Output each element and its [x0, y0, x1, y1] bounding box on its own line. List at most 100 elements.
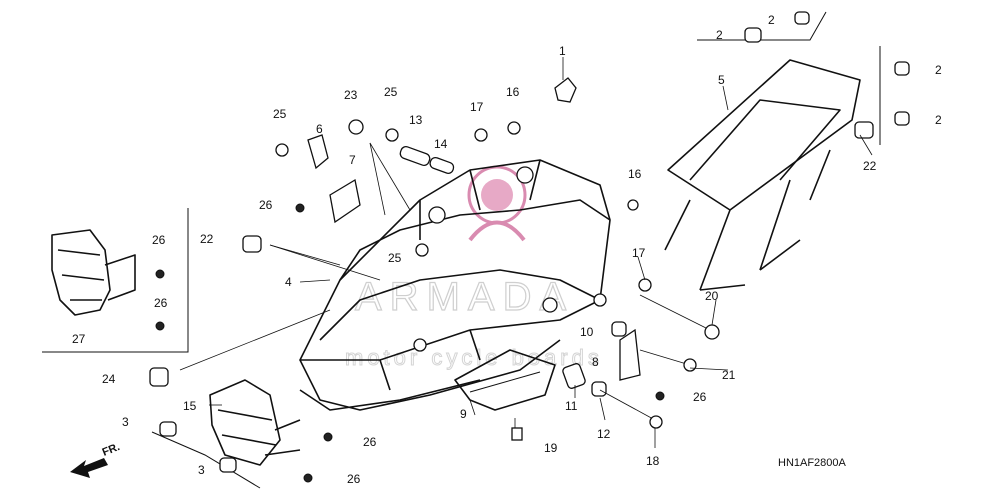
- callout-26-f: 26: [347, 472, 361, 486]
- group-borders: [42, 11, 881, 489]
- leader-lines: [179, 57, 873, 448]
- callout-22-a: 22: [200, 232, 214, 246]
- part-12-collar: [591, 381, 607, 397]
- callout-11: 11: [565, 399, 578, 413]
- rear-sub-frame-brace: [699, 239, 801, 291]
- callout-25-a: 25: [273, 107, 287, 121]
- watermark-logo: ARMADA motor cycle boards: [345, 165, 603, 371]
- part-1-clip: [554, 77, 577, 103]
- part-26-bolt-e: [323, 432, 333, 442]
- front-direction-arrow: FR.: [70, 441, 122, 478]
- callout-3-b: 3: [198, 463, 205, 477]
- callout-25-c: 25: [388, 251, 402, 265]
- watermark-brand: ARMADA: [355, 275, 574, 319]
- rear-guard-body: [51, 229, 111, 316]
- rear-sub-frame: [664, 59, 861, 291]
- callout-2-c: 2: [935, 63, 942, 77]
- part-17-bolt-a: [474, 128, 488, 142]
- part-26-bolt-a: [295, 203, 305, 213]
- part-3-grommet-a: [159, 421, 177, 437]
- callout-3-a: 3: [122, 415, 129, 429]
- callout-27: 27: [72, 332, 86, 346]
- rear-sub-frame-top: [667, 59, 861, 211]
- callout-22-b: 22: [863, 159, 877, 173]
- callout-2-b: 2: [716, 28, 723, 42]
- front-guard-body: [209, 379, 281, 466]
- callout-26-b: 26: [152, 233, 166, 247]
- callout-13: 13: [409, 113, 423, 127]
- callout-17-b: 17: [632, 246, 646, 260]
- part-22-clamp-a: [242, 235, 262, 253]
- callout-4: 4: [285, 275, 292, 289]
- rear-sub-frame-legs: [664, 149, 831, 291]
- small-parts: [149, 11, 910, 483]
- part-23-grommet: [348, 119, 364, 135]
- rear-group-border-top: [697, 11, 827, 41]
- part-25-grommet-a: [275, 143, 289, 157]
- arrow-left-icon: [70, 458, 108, 478]
- callout-15: 15: [183, 399, 197, 413]
- part-25-grommet-b: [385, 128, 399, 142]
- part-7-plate: [329, 178, 361, 224]
- diagram-code: HN1AF2800A: [778, 457, 847, 469]
- front-guard-mounts: [264, 419, 301, 456]
- front-guard-bars: [217, 409, 277, 446]
- front-guard: [209, 379, 301, 466]
- callout-26-d: 26: [693, 390, 707, 404]
- callout-21: 21: [722, 368, 736, 382]
- callout-9: 9: [460, 407, 467, 421]
- frame-mount-e: [413, 338, 427, 352]
- callout-2-d: 2: [935, 113, 942, 127]
- part-26-bolt-c: [155, 321, 165, 331]
- main-frame-mid-rail: [319, 269, 601, 341]
- part-26-bolt-f: [303, 473, 313, 483]
- part-6-bracket: [307, 134, 329, 170]
- part-21-bolt-head: [683, 358, 697, 372]
- part-11-collar: [562, 363, 586, 389]
- main-frame-skid-rail: [299, 379, 481, 411]
- part-20-bolt-shaft: [639, 294, 711, 331]
- rear-sub-frame-inner: [689, 99, 841, 181]
- watermark-logo-core: [481, 179, 513, 211]
- front-group-border: [151, 431, 261, 489]
- part-18-bolt-head: [649, 415, 663, 429]
- part-24-clamp: [149, 367, 169, 387]
- callout-labels: 1 2 2 2 2 3 3 4 5 6 7 8 9 10 11 12 13 14…: [72, 13, 942, 486]
- part-16-nut-b: [627, 199, 639, 211]
- frame-mount-b: [516, 166, 534, 184]
- skid-plate-rib: [469, 371, 541, 393]
- rear-guard-bars: [57, 249, 105, 301]
- frame-mount-d: [593, 293, 607, 307]
- part-2-grommet-d: [894, 111, 910, 126]
- guard-group-border: [42, 208, 189, 353]
- callout-20: 20: [705, 289, 719, 303]
- watermark-logo-arc: [468, 220, 526, 242]
- main-frame-lower-rail: [299, 339, 561, 411]
- part-13-collar: [399, 145, 431, 167]
- callout-16-b: 16: [628, 167, 642, 181]
- callout-24: 24: [102, 372, 116, 386]
- callout-26-a: 26: [259, 198, 273, 212]
- rear-guard: [51, 229, 136, 316]
- callout-1: 1: [559, 44, 566, 58]
- part-25-grommet-c: [415, 243, 429, 257]
- part-20-bolt-head: [704, 324, 720, 340]
- main-frame-upper-rail: [339, 199, 611, 281]
- part-19-bolt: [511, 427, 523, 441]
- callout-5: 5: [718, 73, 725, 87]
- callout-26-e: 26: [363, 435, 377, 449]
- part-2-grommet-c: [894, 61, 910, 76]
- watermark-tagline: motor cycle boards: [345, 345, 603, 370]
- part-26-bolt-b: [155, 269, 165, 279]
- part-26-bolt-d: [655, 391, 665, 401]
- callout-26-c: 26: [154, 296, 168, 310]
- part-18-bolt-shaft: [599, 389, 656, 421]
- frame-mount-c: [542, 297, 558, 313]
- part-21-bolt-shaft: [639, 349, 691, 366]
- callout-23: 23: [344, 88, 358, 102]
- callout-17-a: 17: [470, 100, 484, 114]
- callout-18: 18: [646, 454, 660, 468]
- callout-10: 10: [580, 325, 594, 339]
- direction-label: FR.: [101, 441, 122, 459]
